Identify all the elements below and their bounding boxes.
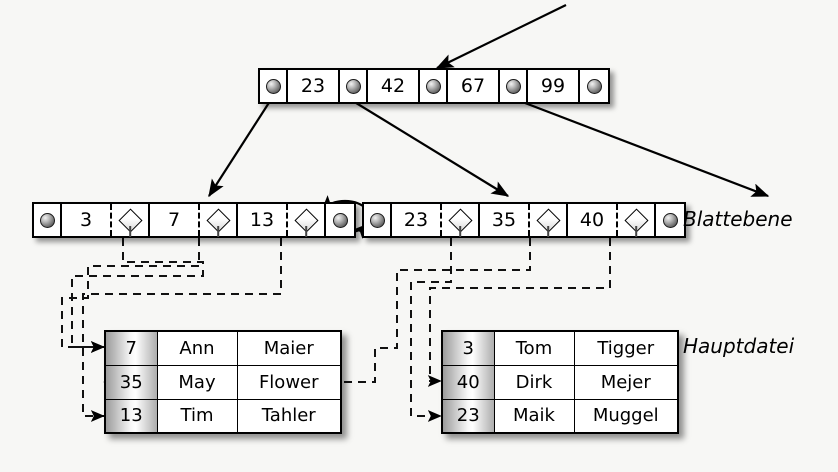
leaf-right-next-pointer[interactable]: [656, 204, 684, 236]
table-right-key-2: 23: [441, 398, 495, 434]
record-pointer-stem: [635, 226, 637, 237]
table-right-first-0: Tom: [493, 330, 575, 366]
table-left-key-2: 13: [104, 398, 158, 434]
root-pointer-1[interactable]: [340, 70, 368, 102]
table-row[interactable]: 23 Maik Muggel: [441, 398, 679, 434]
leaf-left-record-pointer-1[interactable]: [200, 204, 238, 237]
pointer-ball-icon: [662, 212, 678, 228]
root-pointer-3[interactable]: [500, 70, 528, 102]
table-right-first-2: Maik: [493, 398, 575, 434]
pointer-ball-icon: [425, 78, 441, 94]
record-pointer-stem: [129, 226, 131, 237]
pointer-ball-icon: [39, 212, 55, 228]
pointer-ball-icon: [265, 78, 281, 94]
root-pointer-4[interactable]: [580, 70, 608, 102]
arrow-root-to-lower-right: [511, 96, 770, 198]
root-key-1: 42: [368, 70, 420, 102]
root-key-0: 23: [288, 70, 340, 102]
leaf-left-record-pointer-2[interactable]: [288, 204, 326, 237]
table-right-key-1: 40: [441, 364, 495, 400]
leaf-left-key-1: 7: [150, 204, 200, 236]
arrow-into-root: [435, 4, 567, 69]
table-left-key-1: 35: [104, 364, 158, 400]
leaf-left-key-2: 13: [238, 204, 288, 236]
arrow-root-to-left-leaf: [208, 97, 273, 198]
table-right-last-2: Muggel: [573, 398, 679, 434]
root-pointer-2[interactable]: [420, 70, 448, 102]
leaf-right-record-pointer-2[interactable]: [618, 204, 656, 237]
main-file-label: Hauptdatei: [683, 334, 795, 358]
table-right-key-0: 3: [441, 330, 495, 366]
leaf-left-next-pointer[interactable]: [326, 204, 354, 236]
table-left-first-0: Ann: [156, 330, 238, 366]
pointer-ball-icon: [505, 78, 521, 94]
record-pointer-stem: [305, 226, 307, 237]
leaf-left-record-pointer-0[interactable]: [112, 204, 150, 237]
leaf-node-left[interactable]: 3 7 13: [32, 202, 356, 238]
table-row[interactable]: 13 Tim Tahler: [104, 398, 342, 434]
root-pointer-0[interactable]: [260, 70, 288, 102]
main-file-table-left[interactable]: 7 Ann Maier 35 May Flower 13 Tim Tahler: [104, 330, 342, 434]
table-row[interactable]: 3 Tom Tigger: [441, 330, 679, 366]
root-index-node[interactable]: 23 42 67 99: [258, 68, 610, 104]
table-left-last-2: Tahler: [236, 398, 342, 434]
pointer-ball-icon: [345, 78, 361, 94]
leaf-level-label: Blattebene: [683, 207, 793, 231]
table-row[interactable]: 40 Dirk Mejer: [441, 364, 679, 400]
table-right-first-1: Dirk: [493, 364, 575, 400]
leaf-right-key-2: 40: [568, 204, 618, 236]
table-row[interactable]: 35 May Flower: [104, 364, 342, 400]
table-left-last-1: Flower: [236, 364, 342, 400]
record-pointer-stem: [547, 226, 549, 237]
arrow-root-to-right-leaf: [347, 97, 510, 197]
leaf-right-key-1: 35: [480, 204, 530, 236]
leaf-right-prev-pointer[interactable]: [364, 204, 392, 236]
pointer-ball-icon: [586, 78, 602, 94]
leaf-right-key-0: 23: [392, 204, 442, 236]
root-key-3: 99: [528, 70, 580, 102]
table-left-key-0: 7: [104, 330, 158, 366]
table-row[interactable]: 7 Ann Maier: [104, 330, 342, 366]
table-right-last-0: Tigger: [573, 330, 679, 366]
pointer-ball-icon: [369, 212, 385, 228]
table-left-first-2: Tim: [156, 398, 238, 434]
root-key-2: 67: [448, 70, 500, 102]
leaf-node-right[interactable]: 23 35 40: [362, 202, 686, 238]
leaf-right-record-pointer-0[interactable]: [442, 204, 480, 237]
main-file-table-right[interactable]: 3 Tom Tigger 40 Dirk Mejer 23 Maik Mugge…: [441, 330, 679, 434]
table-right-last-1: Mejer: [573, 364, 679, 400]
table-left-last-0: Maier: [236, 330, 342, 366]
record-pointer-stem: [217, 226, 219, 237]
leaf-left-prev-pointer[interactable]: [34, 204, 62, 236]
leaf-right-record-pointer-1[interactable]: [530, 204, 568, 237]
leaf-left-key-0: 3: [62, 204, 112, 236]
record-pointer-stem: [459, 226, 461, 237]
pointer-ball-icon: [332, 212, 348, 228]
table-left-first-1: May: [156, 364, 238, 400]
